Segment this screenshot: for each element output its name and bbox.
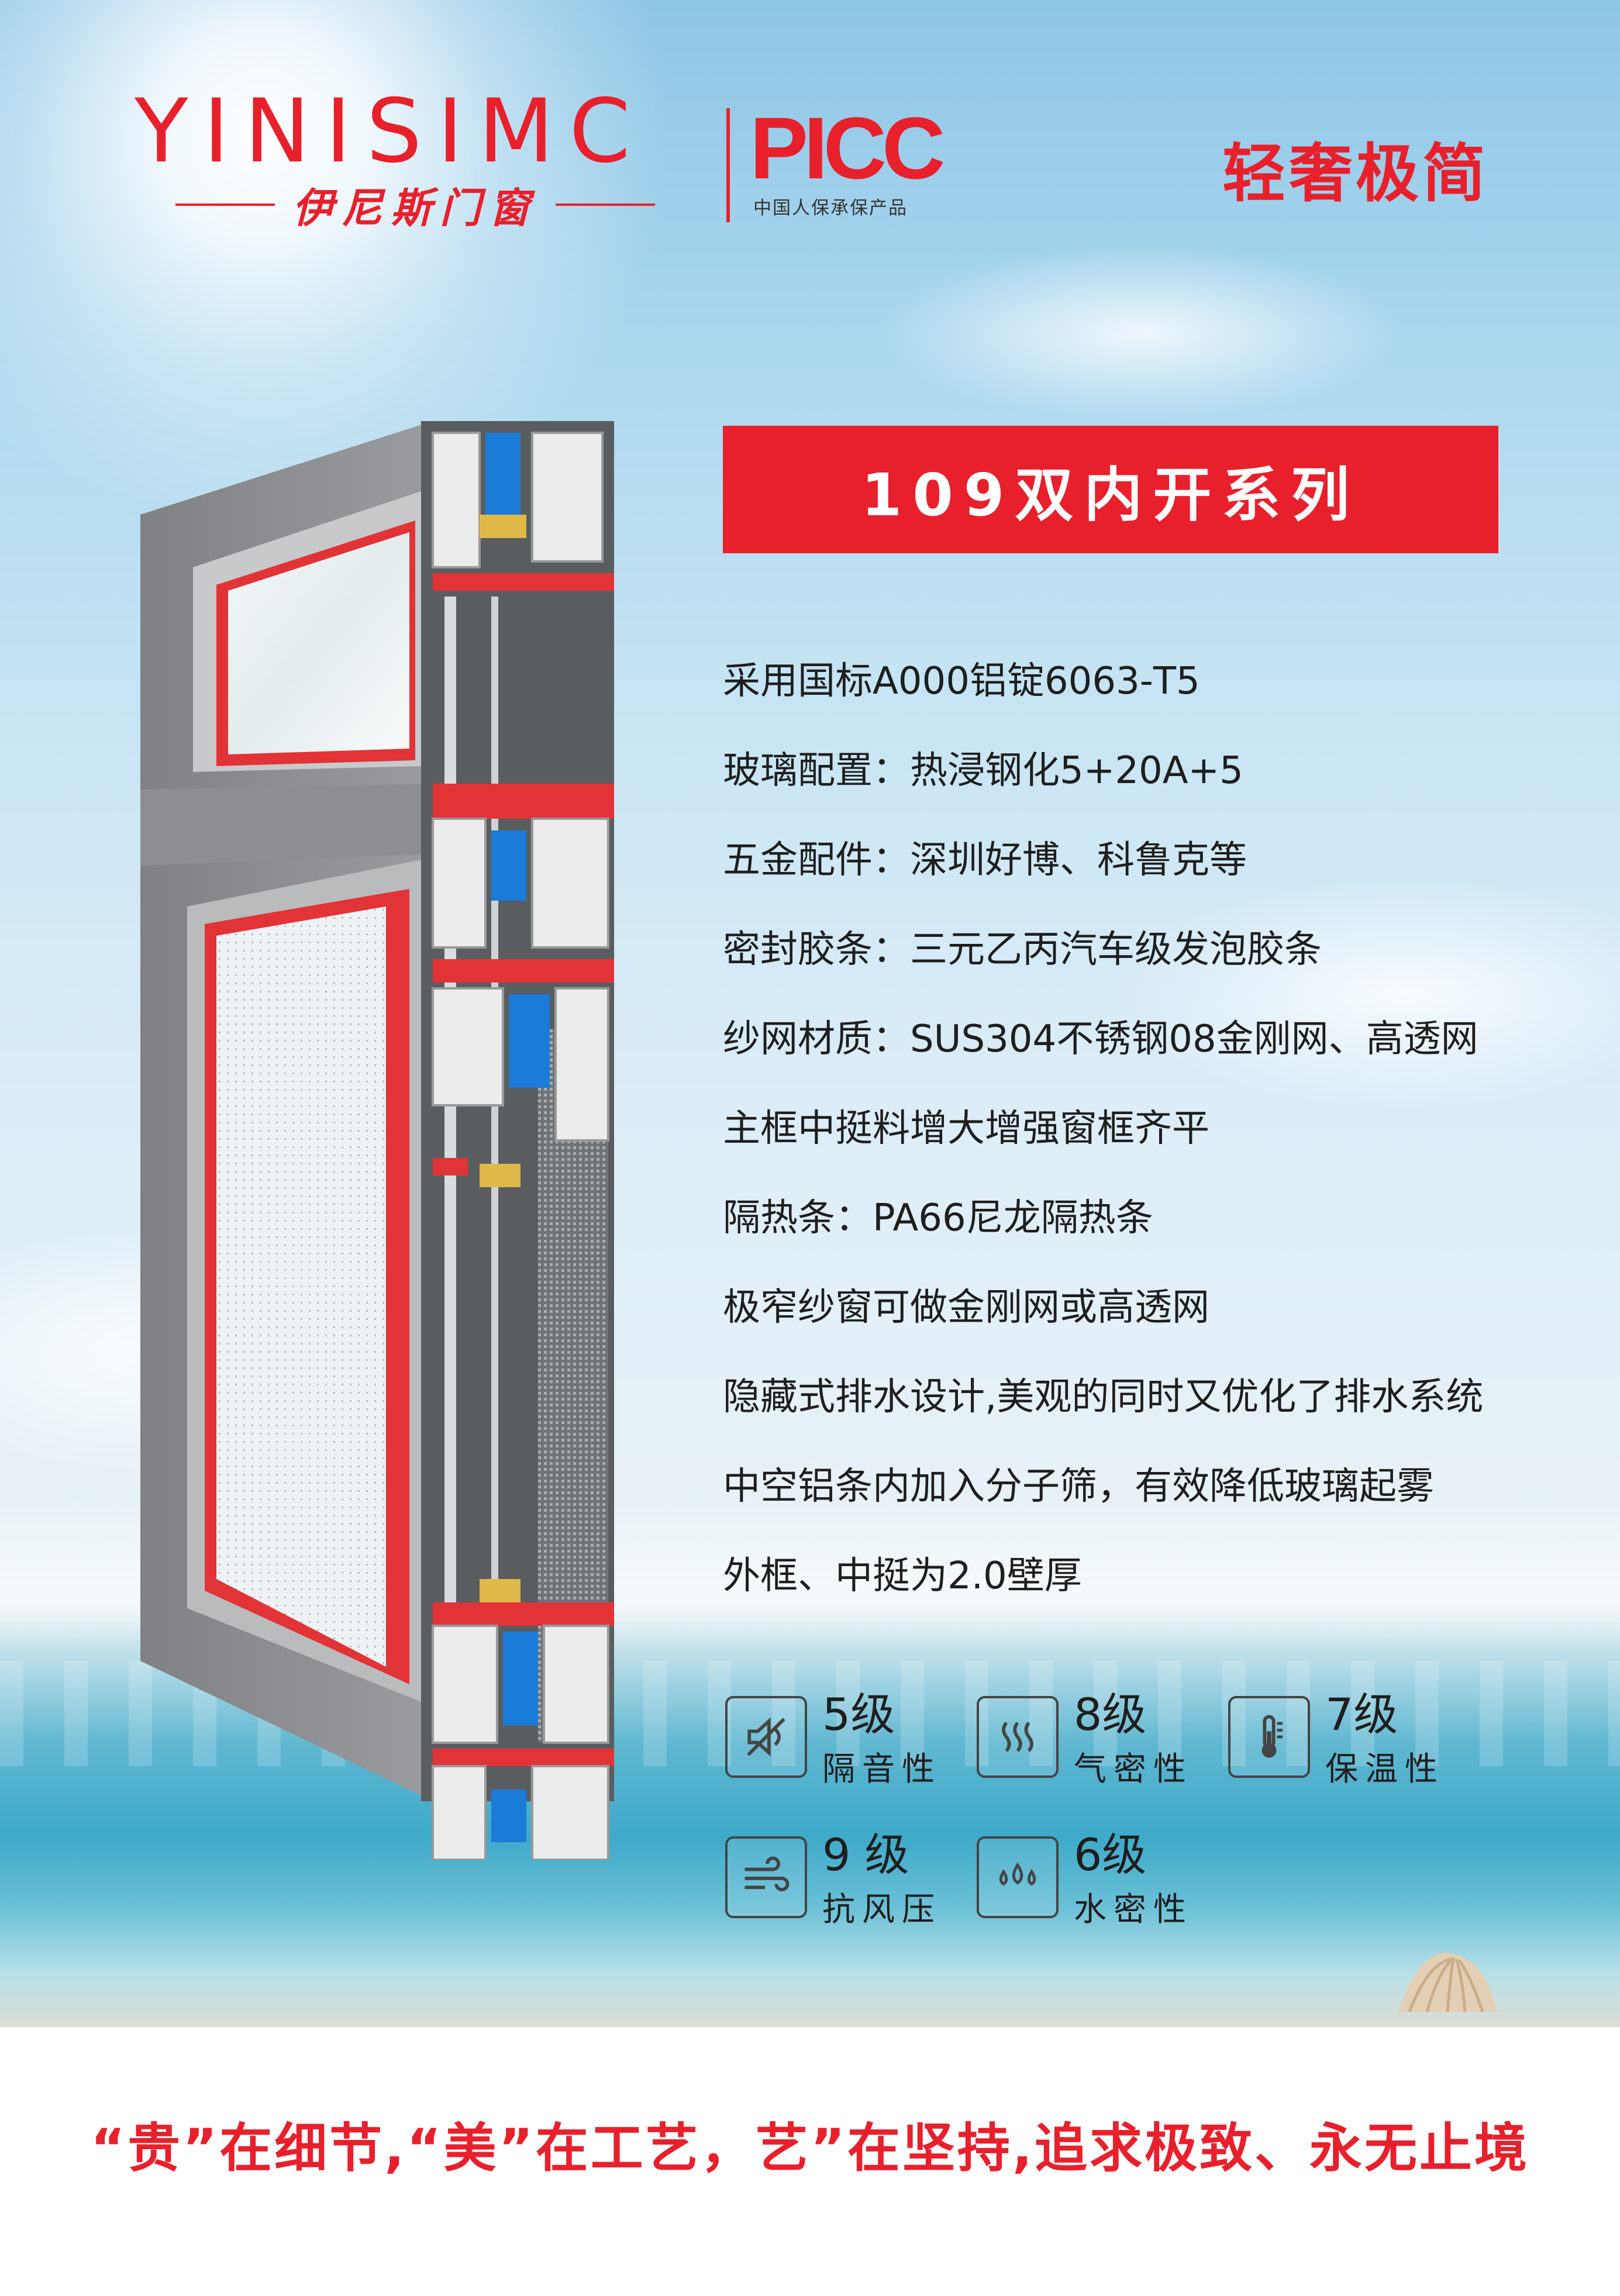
rating-water-tightness: 6级 水密性 bbox=[977, 1830, 1211, 1930]
feature-item: 中空铝条内加入分子筛，有效降低玻璃起雾 bbox=[723, 1465, 1434, 1508]
window-profile-illustration bbox=[140, 421, 614, 1860]
feature-item: 主框中挺料增大增强窗框齐平 bbox=[723, 1107, 1209, 1150]
rating-sound-insulation: 5级 隔音性 bbox=[725, 1690, 959, 1790]
rating-label: 隔音性 bbox=[822, 1750, 942, 1788]
brand-subtitle: 伊尼斯门窗 bbox=[292, 183, 538, 232]
feature-item: 纱网材质：SUS304不锈钢08金刚网、高透网 bbox=[723, 1018, 1478, 1061]
rating-level: 7级 bbox=[1325, 1688, 1398, 1740]
sash-glass bbox=[216, 906, 386, 1667]
rating-level: 9 级 bbox=[822, 1829, 909, 1881]
slogan: “贵”在细节,“美”在工艺，艺”在坚持,追求极致、永无止境 bbox=[90, 2118, 1530, 2179]
feature-item: 极窄纱窗可做金刚网或高透网 bbox=[723, 1286, 1209, 1329]
feature-item: 五金配件：深圳好博、科鲁克等 bbox=[723, 839, 1247, 882]
air-waves-icon bbox=[977, 1696, 1059, 1778]
brand-wordmark: YINISIMC bbox=[135, 81, 646, 182]
feature-item: 隐藏式排水设计,美观的同时又优化了排水系统 bbox=[723, 1375, 1484, 1419]
header-divider bbox=[726, 108, 730, 222]
cloud bbox=[877, 246, 1404, 421]
rating-label: 抗风压 bbox=[822, 1891, 942, 1929]
divider-line bbox=[556, 204, 655, 206]
feature-item: 密封胶条：三元乙丙汽车级发泡胶条 bbox=[723, 928, 1322, 971]
brand-subtitle-row: 伊尼斯门窗 bbox=[175, 175, 655, 234]
partner-logo: PICC bbox=[750, 99, 945, 197]
footer-band bbox=[0, 2027, 1620, 2296]
rating-air-tightness: 8级 气密性 bbox=[977, 1690, 1211, 1790]
water-drops-icon bbox=[977, 1836, 1059, 1918]
rating-label: 保温性 bbox=[1325, 1750, 1445, 1788]
tagline: 轻奢极简 bbox=[1222, 137, 1490, 211]
feature-item: 玻璃配置：热浸钢化5+20A+5 bbox=[723, 749, 1243, 792]
feature-item: 外框、中挺为2.0壁厚 bbox=[723, 1554, 1082, 1598]
rating-label: 水密性 bbox=[1074, 1891, 1193, 1929]
wind-icon bbox=[725, 1836, 807, 1918]
feature-item: 采用国标A000铝锭6063-T5 bbox=[723, 660, 1200, 703]
series-title: 109双内开系列 bbox=[861, 460, 1360, 529]
rating-level: 5级 bbox=[822, 1688, 895, 1740]
feature-list: 采用国标A000铝锭6063-T5 玻璃配置：热浸钢化5+20A+5 五金配件：… bbox=[723, 655, 1600, 1639]
upper-glass bbox=[228, 532, 409, 754]
rating-thermal-insulation: 7级 保温性 bbox=[1228, 1690, 1462, 1790]
rating-level: 8级 bbox=[1074, 1688, 1147, 1740]
rating-level: 6级 bbox=[1074, 1829, 1147, 1881]
feature-item: 隔热条：PA66尼龙隔热条 bbox=[723, 1197, 1153, 1240]
series-banner: 109双内开系列 bbox=[723, 426, 1498, 553]
divider-line bbox=[175, 204, 275, 206]
mute-icon bbox=[725, 1696, 807, 1778]
rating-wind-resistance: 9 级 抗风压 bbox=[725, 1830, 959, 1930]
thermometer-icon bbox=[1228, 1696, 1310, 1778]
rating-label: 气密性 bbox=[1074, 1750, 1193, 1788]
cloud bbox=[1111, 877, 1620, 1111]
seashell-decoration bbox=[1398, 1953, 1497, 2012]
partner-caption: 中国人保承保产品 bbox=[753, 198, 908, 219]
